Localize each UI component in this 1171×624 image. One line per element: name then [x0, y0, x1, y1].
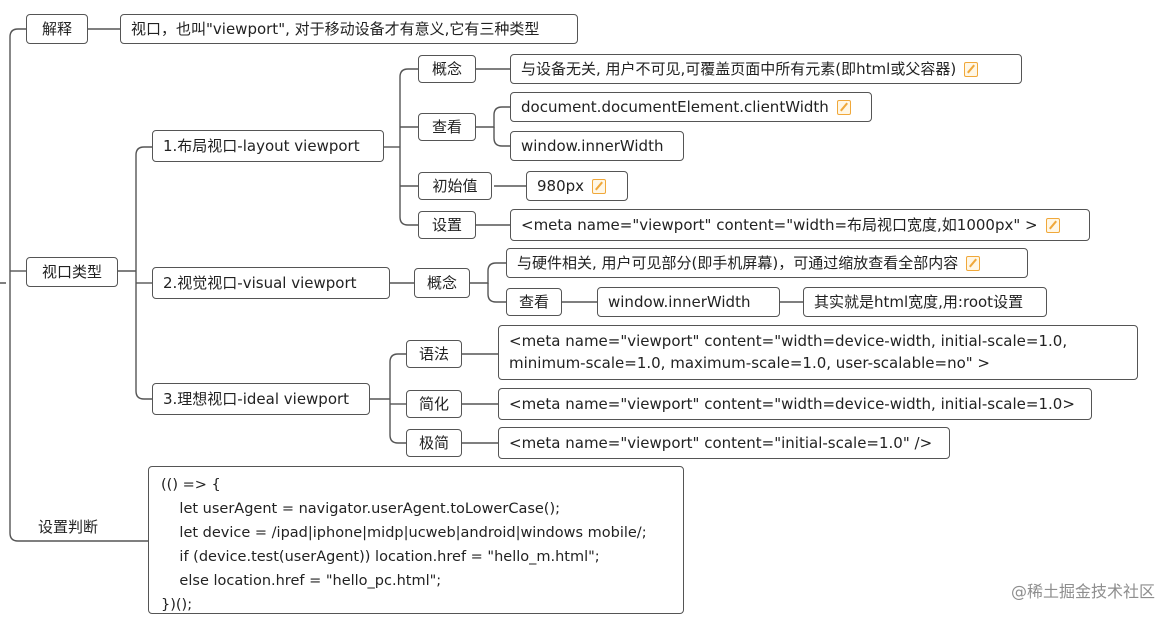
ideal-viewport-label: 3.理想视口-ideal viewport	[163, 390, 350, 408]
visual-concept-node[interactable]: 概念	[414, 268, 470, 298]
visual-view-label: 查看	[518, 293, 549, 311]
visual-viewport-label: 2.视觉视口-visual viewport	[163, 274, 357, 292]
visual-view-note: 其实就是html宽度,用:root设置	[814, 293, 1024, 311]
explain-text: 视口，也叫"viewport", 对于移动设备才有意义,它有三种类型	[131, 20, 540, 38]
layout-view-item-2[interactable]: window.innerWidth	[510, 131, 684, 161]
explain-node[interactable]: 解释	[26, 14, 88, 44]
ideal-minimal-node[interactable]: 极简	[406, 429, 462, 457]
ideal-simple-node[interactable]: 简化	[406, 390, 462, 418]
ideal-minimal-value-node[interactable]: <meta name="viewport" content="initial-s…	[498, 427, 950, 459]
visual-view-note-node[interactable]: 其实就是html宽度,用:root设置	[803, 287, 1047, 317]
layout-setting-node[interactable]: 设置	[418, 211, 476, 239]
layout-setting-label: 设置	[431, 216, 462, 234]
ideal-syntax-value: <meta name="viewport" content="width=dev…	[509, 332, 1068, 372]
judge-code-node[interactable]: (() => { let userAgent = navigator.userA…	[148, 466, 684, 614]
layout-initial-value-node[interactable]: 980px	[526, 171, 628, 201]
note-edit-icon[interactable]	[836, 99, 851, 115]
layout-concept-text-node[interactable]: 与设备无关, 用户不可见,可覆盖页面中所有元素(即html或父容器)	[510, 54, 1022, 84]
ideal-syntax-label: 语法	[418, 345, 449, 363]
visual-viewport-node[interactable]: 2.视觉视口-visual viewport	[152, 267, 390, 299]
ideal-simple-label: 简化	[418, 395, 449, 413]
layout-setting-value-node[interactable]: <meta name="viewport" content="width=布局视…	[510, 209, 1090, 241]
layout-initial-value: 980px	[537, 177, 585, 195]
layout-concept-label: 概念	[431, 60, 462, 78]
ideal-simple-value-node[interactable]: <meta name="viewport" content="width=dev…	[498, 388, 1092, 420]
layout-view-item-1[interactable]: document.documentElement.clientWidth	[510, 92, 872, 122]
viewport-types-label: 视口类型	[41, 263, 102, 281]
note-edit-icon[interactable]	[966, 255, 981, 271]
layout-initial-label: 初始值	[432, 177, 478, 195]
layout-view-item-1-text: document.documentElement.clientWidth	[521, 98, 829, 116]
ideal-minimal-label: 极简	[418, 434, 449, 452]
note-edit-icon[interactable]	[592, 178, 607, 194]
visual-concept-text: 与硬件相关, 用户可见部分(即手机屏幕)，可通过缩放查看全部内容	[517, 254, 959, 272]
ideal-minimal-value: <meta name="viewport" content="initial-s…	[509, 434, 933, 452]
layout-setting-value: <meta name="viewport" content="width=布局视…	[521, 216, 1038, 234]
layout-concept-node[interactable]: 概念	[418, 55, 476, 83]
layout-viewport-node[interactable]: 1.布局视口-layout viewport	[152, 130, 384, 162]
visual-view-value: window.innerWidth	[608, 293, 751, 311]
visual-view-value-node[interactable]: window.innerWidth	[597, 287, 780, 317]
explain-label: 解释	[41, 20, 72, 38]
ideal-syntax-node[interactable]: 语法	[406, 340, 462, 368]
note-edit-icon[interactable]	[1045, 217, 1060, 233]
explain-text-node[interactable]: 视口，也叫"viewport", 对于移动设备才有意义,它有三种类型	[120, 14, 578, 44]
viewport-types-node[interactable]: 视口类型	[26, 257, 118, 287]
layout-view-label: 查看	[431, 118, 462, 136]
note-edit-icon[interactable]	[964, 61, 979, 77]
layout-initial-node[interactable]: 初始值	[418, 172, 492, 200]
ideal-simple-value: <meta name="viewport" content="width=dev…	[509, 395, 1075, 413]
ideal-viewport-node[interactable]: 3.理想视口-ideal viewport	[152, 383, 370, 415]
visual-concept-text-node[interactable]: 与硬件相关, 用户可见部分(即手机屏幕)，可通过缩放查看全部内容	[506, 248, 1028, 278]
judge-label[interactable]: 设置判断	[38, 518, 99, 536]
visual-view-node[interactable]: 查看	[506, 288, 562, 316]
judge-code: (() => { let userAgent = navigator.userA…	[161, 477, 647, 613]
ideal-syntax-value-node[interactable]: <meta name="viewport" content="width=dev…	[498, 325, 1138, 380]
layout-viewport-label: 1.布局视口-layout viewport	[163, 137, 360, 155]
layout-view-node[interactable]: 查看	[418, 113, 476, 141]
visual-concept-label: 概念	[426, 274, 457, 292]
watermark: @稀土掘金技术社区	[1010, 582, 1155, 601]
layout-view-item-2-text: window.innerWidth	[521, 137, 664, 155]
layout-concept-text: 与设备无关, 用户不可见,可覆盖页面中所有元素(即html或父容器)	[521, 60, 957, 78]
